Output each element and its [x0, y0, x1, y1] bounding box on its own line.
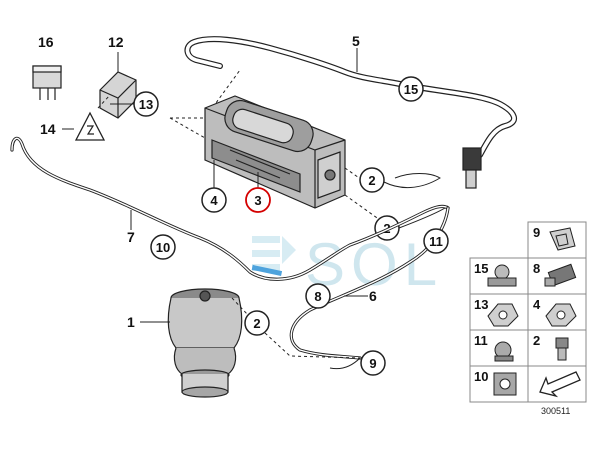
air-spring-part [167, 288, 243, 398]
grid-label-2: 2 [533, 333, 540, 348]
callout-9: 9 [369, 356, 376, 371]
watermark-logo-icon [252, 236, 296, 271]
callout-2-lower: 2 [253, 316, 260, 331]
callout-11: 11 [429, 234, 443, 249]
callout-circle-8 [305, 283, 331, 309]
callout-circle-15 [398, 76, 424, 102]
grid-label-15: 15 [474, 261, 488, 276]
pipe-connector-part [462, 147, 482, 189]
grid-label-10: 10 [474, 369, 488, 384]
diagram-number: 300511 [541, 406, 570, 416]
parts-grid [469, 221, 587, 403]
callout-12: 12 [108, 34, 124, 50]
grid-label-11: 11 [474, 333, 488, 348]
callout-circle-11 [423, 228, 449, 254]
callout-10: 10 [156, 240, 170, 255]
clip-part-9-icon [549, 227, 576, 251]
grid-label-8: 8 [533, 261, 540, 276]
callout-13: 13 [139, 97, 153, 112]
relay-part [32, 65, 62, 100]
callout-3: 3 [254, 193, 261, 208]
watermark-text: SOL [305, 231, 443, 298]
callout-15: 15 [404, 82, 418, 97]
valve-part-2-icon [555, 337, 569, 361]
callout-5: 5 [352, 33, 360, 49]
relay-holder-part [99, 71, 137, 119]
connector-part-8-icon [544, 263, 577, 287]
callout-circle-9 [360, 350, 386, 376]
direction-arrow-icon [539, 371, 581, 398]
callout-circle-3-highlighted [245, 187, 271, 213]
watermark: SOL [252, 231, 443, 298]
callout-7: 7 [127, 229, 135, 245]
clamp-part-15-icon [487, 264, 517, 287]
warning-triangle-icon [74, 111, 106, 141]
callout-6: 6 [369, 288, 377, 304]
callout-1: 1 [127, 314, 135, 330]
callout-circle-2-lower [244, 310, 270, 336]
callout-14: 14 [40, 121, 56, 137]
callout-circle-13 [133, 91, 159, 117]
callout-8: 8 [314, 289, 321, 304]
callout-circle-4 [201, 187, 227, 213]
callout-16: 16 [38, 34, 54, 50]
block-part-10-icon [493, 372, 517, 396]
compressor-unit-part [204, 95, 346, 209]
callout-4: 4 [210, 193, 218, 208]
grid-label-9: 9 [533, 225, 540, 240]
callout-2-upper: 2 [368, 173, 375, 188]
grid-label-4: 4 [533, 297, 541, 312]
clip-part-11-icon [494, 341, 514, 362]
callout-circle-2-upper [359, 167, 385, 193]
pipe-clip-marker [251, 264, 283, 277]
grid-label-13: 13 [474, 297, 488, 312]
callout-circle-10 [150, 234, 176, 260]
